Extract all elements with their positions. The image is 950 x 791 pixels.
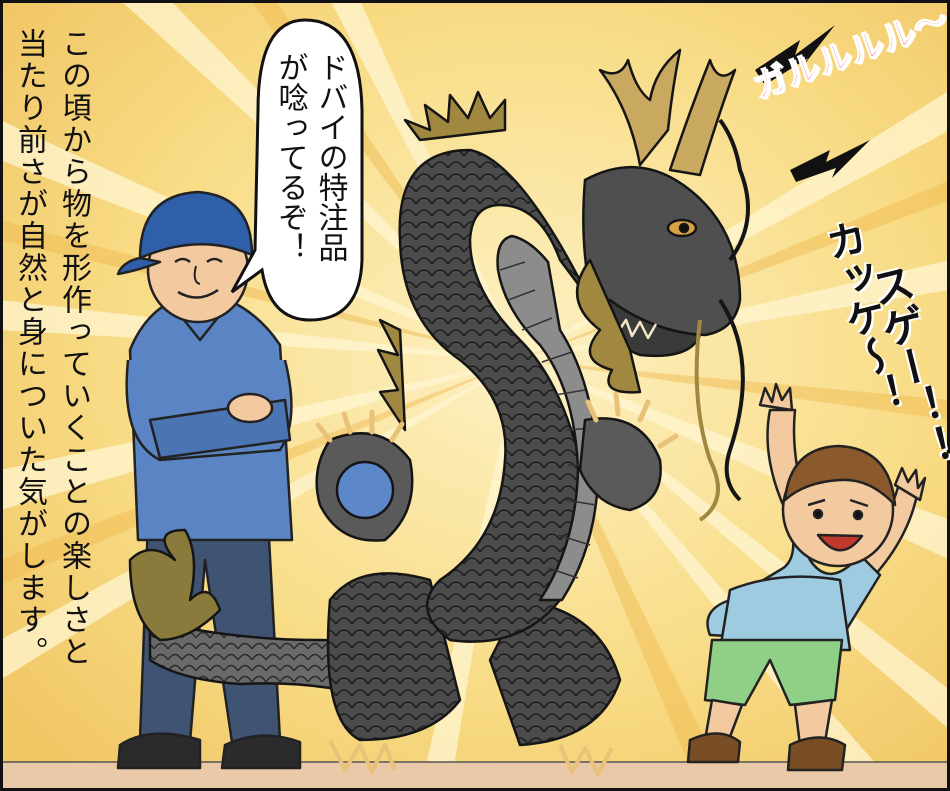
speech-bubble-line-1: ドバイの特注品 (312, 52, 348, 262)
dragon-orb (335, 460, 395, 520)
speech-bubble-shape (230, 18, 364, 322)
dragon-figure (128, 48, 750, 776)
boy-figure (686, 382, 927, 772)
narration-column-left: 当たり前さが自然と身についた気がします。 (12, 28, 47, 668)
narration-column-right: この頃から物を形作っていくことの楽しさと (56, 28, 91, 668)
lightning-bolt-icon (755, 25, 870, 182)
speech-bubble-line-2: が唸ってるぞ！ (272, 52, 308, 262)
man-figure (116, 190, 302, 770)
